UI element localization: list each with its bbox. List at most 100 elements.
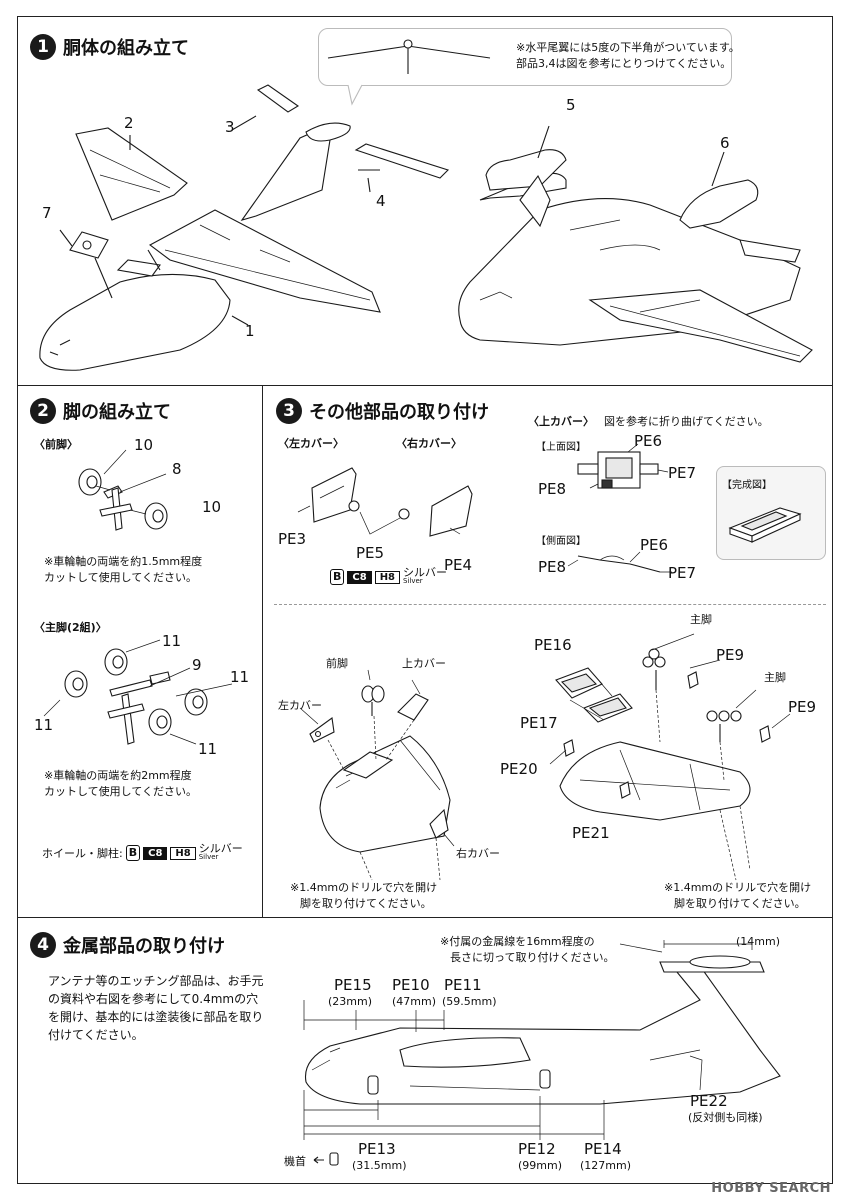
pe13-distance: (31.5mm)	[352, 1159, 407, 1172]
drill-left-note-2: 脚を取り付けてください。	[300, 897, 432, 910]
step3-cover-drawing	[297, 443, 672, 573]
upper-cover-label: 上カバー	[402, 657, 446, 670]
main-gear-label-a: 主脚	[690, 613, 712, 626]
callout-diagram	[327, 39, 491, 106]
main-gear-title: 〈主脚(2組)〉	[34, 621, 107, 634]
left-cover-label: 左カバー	[278, 699, 322, 712]
drill-right-note-2: 脚を取り付けてください。	[674, 897, 806, 910]
step1-number: 1	[30, 34, 56, 60]
step1-note-line1: ※水平尾翼には5度の下半角がついています。	[516, 41, 740, 54]
wire-length: (14mm)	[736, 935, 781, 948]
front-gear-note-2: カットして使用してください。	[44, 571, 198, 584]
cover-paint-code-h: H8	[374, 570, 401, 584]
part-10a-label: 10	[134, 436, 154, 454]
pe22-note: (反対側も同様)	[688, 1111, 763, 1124]
pe9-label-a: PE9	[716, 646, 745, 664]
stabilizer-callout	[318, 28, 732, 86]
paint-code-c: C8	[143, 846, 168, 860]
side-view-label: 【側面図】	[536, 536, 586, 547]
divider-row1	[17, 385, 833, 386]
cover-paint-code-b: B	[330, 569, 345, 585]
cover-paint-name-jp: シルバー	[403, 566, 448, 579]
step4-intro-2: の資料や右図を参考にして0.4mmの穴	[48, 992, 259, 1006]
pe9-label-b: PE9	[788, 698, 817, 716]
pe14-label: PE14	[584, 1140, 622, 1158]
pe20-label: PE20	[500, 760, 538, 778]
part-7-label: 7	[42, 204, 52, 222]
pe14-distance: (127mm)	[580, 1159, 632, 1172]
step2-header: 2 脚の組み立て	[30, 398, 171, 424]
divider-row2	[17, 917, 833, 918]
step3-number: 3	[276, 398, 302, 424]
part-9-label: 9	[192, 656, 202, 674]
pe22-label: PE22	[690, 1092, 728, 1110]
pe12-label: PE12	[518, 1140, 556, 1158]
pe6-top-label: PE6	[634, 432, 663, 450]
upper-cover-title: 〈上カバー〉	[528, 415, 594, 428]
wheel-paint-label: ホイール・脚柱:	[42, 847, 123, 860]
pe8-top-label: PE8	[538, 480, 567, 498]
part-11d-label: 11	[198, 740, 218, 758]
drill-right-note-1: ※1.4mmのドリルで穴を開け	[664, 881, 812, 894]
main-gear-note-2: カットして使用してください。	[44, 785, 198, 798]
part-1-label: 1	[245, 322, 255, 340]
step4-intro-3: を開け、基本的には塗装後に部品を取り	[48, 1010, 264, 1024]
paint-name-jp: シルバー	[198, 842, 243, 855]
step3-title: その他部品の取り付け	[309, 402, 489, 423]
step1-title: 胴体の組み立て	[63, 38, 189, 59]
pe5-label: PE5	[356, 544, 385, 562]
part-5-label: 5	[566, 96, 576, 114]
part-8-label: 8	[172, 460, 182, 478]
part-6-label: 6	[720, 134, 730, 152]
step4-intro-4: 付けてください。	[48, 1028, 144, 1042]
cover-paint-code-c: C8	[347, 570, 372, 584]
paint-code-h: H8	[170, 846, 196, 860]
cover-paint-name-en: Silver	[403, 577, 423, 585]
divider-col	[262, 385, 263, 917]
right-cover-label: 右カバー	[456, 847, 500, 860]
pe8-side-label: PE8	[538, 558, 567, 576]
pe7-side-label: PE7	[668, 564, 697, 582]
pe15-distance: (23mm)	[328, 995, 373, 1008]
pe3-label: PE3	[278, 530, 307, 548]
wire-note-1: ※付属の金属線を16mm程度の	[440, 935, 595, 948]
front-gear-note-1: ※車輪軸の両端を約1.5mm程度	[44, 555, 203, 568]
pe10-label: PE10	[392, 976, 430, 994]
step4-header: 4 金属部品の取り付け	[30, 932, 225, 958]
part-3-label: 3	[225, 118, 235, 136]
step4-number: 4	[30, 932, 56, 958]
part-10b-label: 10	[202, 498, 222, 516]
nose-direction-label: 機首	[284, 1155, 306, 1168]
step2-title: 脚の組み立て	[63, 402, 171, 423]
pe15-label: PE15	[334, 976, 372, 994]
paint-name-en: Silver	[198, 853, 219, 861]
part-11b-label: 11	[230, 668, 250, 686]
step1-header: 1 胴体の組み立て	[30, 34, 189, 60]
step3-header: 3 その他部品の取り付け	[276, 398, 489, 424]
main-gear-note-1: ※車輪軸の両端を約2mm程度	[44, 769, 192, 782]
pe6-side-label: PE6	[640, 536, 669, 554]
sheet-frame	[17, 16, 833, 1184]
pe17-label: PE17	[520, 714, 558, 732]
left-cover-title: 〈左カバー〉	[278, 437, 344, 450]
step4-title: 金属部品の取り付け	[63, 936, 225, 957]
part-11c-label: 11	[34, 716, 54, 734]
pe13-label: PE13	[358, 1140, 396, 1158]
part-11a-label: 11	[162, 632, 182, 650]
pe11-distance: (59.5mm)	[442, 995, 497, 1008]
paint-code-b: B	[125, 845, 141, 861]
top-view-label: 【上面図】	[536, 442, 586, 453]
pe12-distance: (99mm)	[518, 1159, 563, 1172]
pe10-distance: (47mm)	[392, 995, 437, 1008]
step1-note-line2: 部品3,4は図を参考にとりつけてください。	[516, 57, 732, 70]
step2-number: 2	[30, 398, 56, 424]
pe16-label: PE16	[534, 636, 572, 654]
pe21-label: PE21	[572, 824, 610, 842]
step1-fuselage-drawing	[39, 84, 813, 371]
drill-left-note-1: ※1.4mmのドリルで穴を開け	[290, 881, 438, 894]
main-gear-label-b: 主脚	[764, 671, 786, 684]
watermark: HOBBY SEARCH	[711, 1181, 831, 1196]
